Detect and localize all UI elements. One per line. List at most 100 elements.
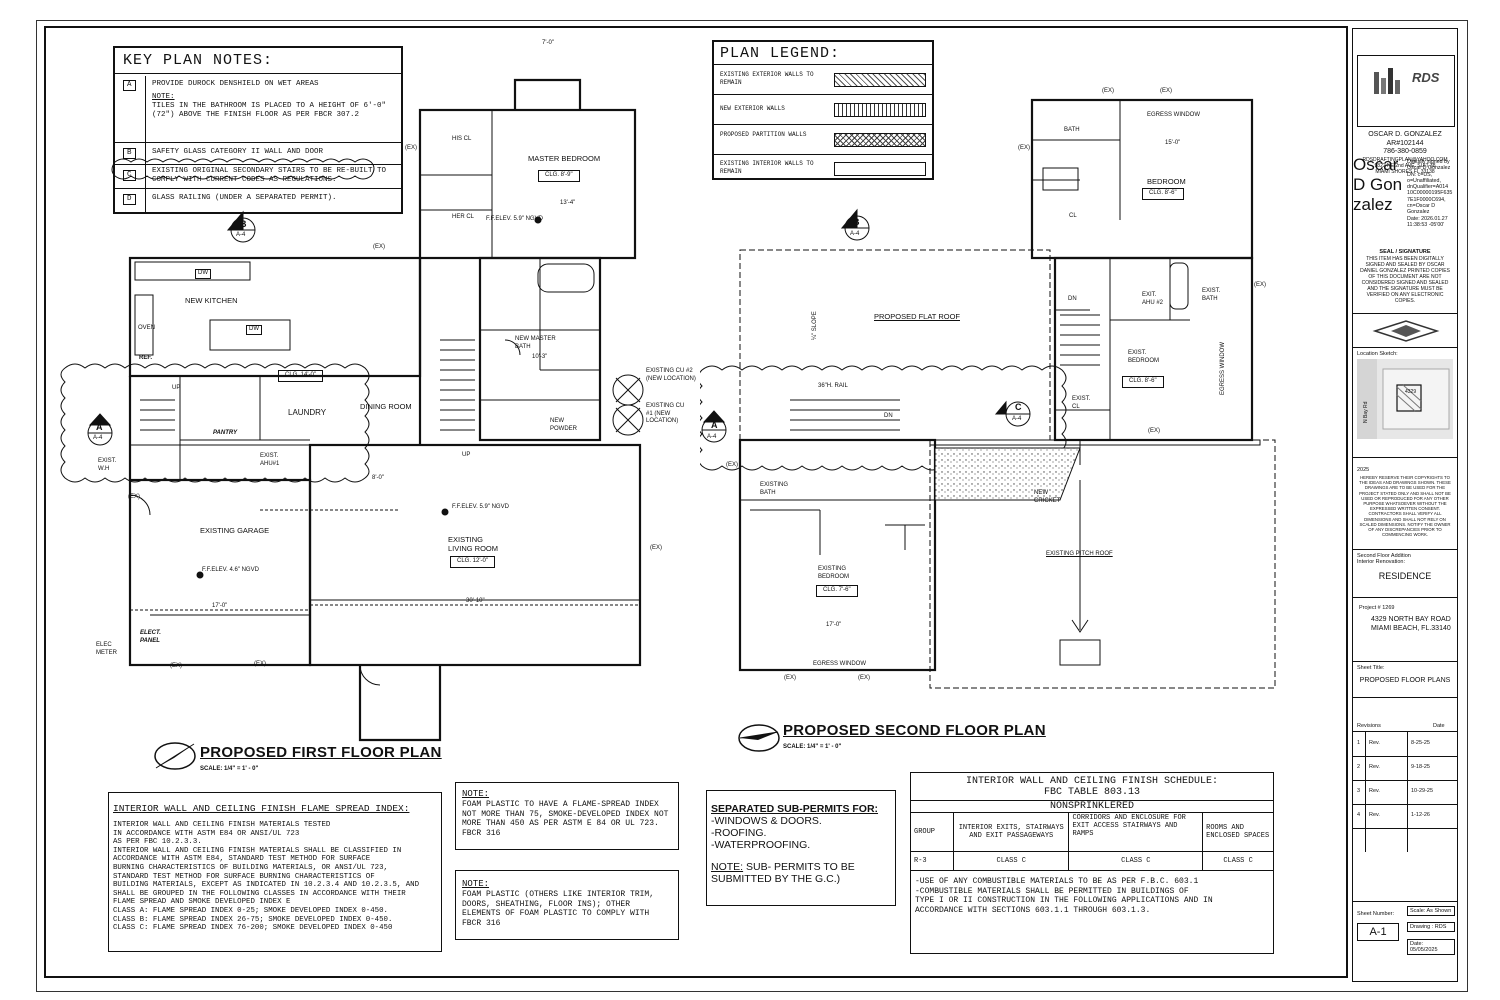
room-her-cl: HER CL	[452, 214, 475, 220]
dn-label-1: DN	[884, 413, 893, 419]
up-label-2: UP	[462, 452, 471, 458]
existing-bedroom-block	[738, 438, 937, 672]
section-a-label: A	[96, 422, 103, 432]
sig-line-8: Gonzalez	[1407, 209, 1430, 216]
note-row-c: C EXISTING ORIGINAL SECONDARY STAIRS TO …	[115, 164, 401, 189]
ex-tag-s5: (EX)	[784, 675, 796, 681]
sig-line-10: 11:38:53 -05'00'	[1407, 221, 1445, 228]
note-letter-d: D	[123, 194, 136, 205]
rev-label-2: Rev.	[1369, 764, 1380, 770]
ref-label: REF.	[139, 355, 153, 361]
flame-line-7: BUILDING MATERIALS, EXCEPT AS INDICATED …	[113, 881, 420, 890]
note-text-c: EXISTING ORIGINAL SECONDARY STAIRS TO BE…	[145, 164, 396, 188]
dim-17-first: 17'-0"	[212, 603, 228, 609]
flame-line-4: ACCORDANCE WITH ASTM E84, STANDARD TEST …	[113, 855, 371, 864]
plan-legend: PLAN LEGEND: EXISTING EXTERIOR WALLS TO …	[712, 40, 934, 180]
room-bath-second: BATH	[1064, 127, 1080, 133]
signature-details: Digitally signed by Oscar D Gonzalez DN:…	[1407, 159, 1457, 228]
sheet-number: A-1	[1357, 923, 1399, 941]
architect-email: RDSDRAFTINGPLAN@YAHOO.COM	[1362, 156, 1448, 163]
revisions-table: 1 Rev. 8-25-25 2 Rev. 9-18-25 3 Rev. 10-…	[1353, 731, 1457, 852]
room-laundry: LAUNDRY	[288, 408, 327, 417]
exist-bath-second: EXIST. BATH	[1202, 288, 1221, 302]
copyright-text: HEREBY RESERVE THEIR COPYRIGHTS TO THE I…	[1359, 475, 1451, 538]
sub-permit-item-2: -WATERPROOFING.	[711, 839, 811, 851]
dim-17-second: 17'-0"	[826, 622, 842, 628]
dn-label-2: DN	[1068, 296, 1077, 302]
architect-address1: 9822 NE 2nd AVE. SUIT 38	[1374, 162, 1436, 169]
room-new-kitchen: NEW KITCHEN	[185, 296, 238, 305]
ex-tag-6: (EX)	[128, 494, 140, 500]
egress-window-3: EGRESS WINDOW	[1220, 341, 1226, 395]
note-a-label: NOTE:	[152, 93, 175, 101]
legend-row-existing-interior: EXISTING INTERIOR WALLS TO REMAIN	[714, 154, 932, 181]
revisions-date-label: Date	[1433, 723, 1445, 729]
existing-pitch-roof: EXISTING PITCH ROOF	[1046, 551, 1113, 557]
location-sketch-map	[1357, 359, 1453, 451]
ff-elev-2: F.F.ELEV. 5.9" NGVD	[452, 504, 509, 510]
existing-bath-second: EXISTING BATH	[760, 482, 789, 496]
schedule-note-2: TYPE I OR II CONSTRUCTION IN THE FOLLOWI…	[915, 896, 1213, 905]
schedule-cell-0: R-3	[911, 851, 954, 871]
legend-swatch-cross	[834, 133, 926, 147]
legend-label-1: NEW EXTERIOR WALLS	[720, 105, 785, 112]
ex-tag-5: (EX)	[405, 145, 417, 151]
flame-line-5: BURNING CHARACTERISTICS OF BUILDING MATE…	[113, 863, 388, 872]
section-a-sheet: A-4	[93, 435, 103, 441]
oven-label: OVEN	[138, 325, 156, 331]
rev-label-4: Rev.	[1369, 812, 1380, 818]
room-existing-garage: EXISTING GARAGE	[200, 526, 270, 535]
first-floor-title: PROPOSED FIRST FLOOR PLAN	[200, 744, 442, 761]
kitchen-block-walls	[128, 256, 422, 378]
rev-n-3: 3	[1357, 788, 1361, 794]
flame-line-0: INTERIOR WALL AND CEILING FINISH MATERIA…	[113, 821, 331, 829]
scale-value: Scale: As Shown	[1407, 906, 1455, 916]
schedule-cell-3: CLASS C	[1202, 851, 1273, 871]
sub-permits: SEPARATED SUB-PERMITS FOR: -WINDOWS & DO…	[706, 790, 896, 906]
section-b2-label: B	[853, 217, 860, 227]
bump-out	[513, 78, 582, 110]
seal-text: THIS ITEM HAS BEEN DIGITALLY SIGNED AND …	[1360, 256, 1450, 304]
schedule-cell-2: CLASS C	[1068, 851, 1204, 871]
legend-row-partition: PROPOSED PARTITION WALLS	[714, 124, 932, 155]
date-value: Date: 05/05/2025	[1407, 939, 1455, 955]
dim-30-first: 30'-10"	[466, 598, 485, 604]
plan-legend-title: PLAN LEGEND:	[720, 45, 841, 62]
dining-walls	[128, 258, 422, 480]
existing-cu1: EXISTING CU #1 (NEW LOCATION)	[646, 403, 685, 424]
key-plan-notes-title: KEY PLAN NOTES:	[115, 48, 401, 74]
dw-label-2: DW	[246, 325, 262, 335]
north-arrow-first	[154, 742, 196, 770]
legend-swatch-blank	[834, 162, 926, 176]
legend-label-2: PROPOSED PARTITION WALLS	[720, 131, 807, 138]
sig-line-9: Date: 2026.01.27	[1407, 215, 1448, 222]
rev-date-1: 8-25-25	[1411, 740, 1430, 746]
sig-line-0: Digitally signed by	[1407, 159, 1450, 165]
location-road: N Bay Rd	[1363, 401, 1369, 423]
room-cl-second: CL	[1069, 213, 1077, 219]
title-block: RDS OSCAR D. GONZALEZ AR#102144 786-380-…	[1352, 28, 1458, 982]
sheet-outer-border	[36, 20, 1468, 992]
schedule-header-2: CORRIDORS AND ENCLOSURE FOR EXIT ACCESS …	[1068, 812, 1204, 852]
legend-row-new-exterior: NEW EXTERIOR WALLS	[714, 94, 932, 125]
legend-swatch-vertical	[834, 103, 926, 117]
existing-cu2: EXISTING CU #2 (NEW LOCATION)	[646, 368, 696, 382]
schedule-header-row: GROUP INTERIOR EXITS, STAIRWAYS AND EXIT…	[911, 812, 1273, 852]
exist-bedroom: EXIST. BEDROOM	[1128, 350, 1160, 364]
exist-ahu1: EXIST. AHU#1	[260, 453, 280, 467]
schedule-header-3: ROOMS AND ENCLOSED SPACES	[1202, 812, 1273, 852]
drawing-value: Drawing : RDS	[1407, 922, 1455, 932]
ex-tag-s7: (EX)	[726, 462, 738, 468]
rev-label-1: Rev.	[1369, 740, 1380, 746]
sub-permits-title: SEPARATED SUB-PERMITS FOR:	[711, 803, 879, 815]
sig-line-3: o=Unaffiliated,	[1407, 177, 1441, 184]
ex-tag-3: (EX)	[254, 661, 266, 667]
copyright-year: 2025	[1357, 467, 1370, 473]
schedule-data-row: R-3 CLASS C CLASS C CLASS C	[911, 851, 1273, 871]
sheet-title-label: Sheet Title:	[1357, 665, 1385, 671]
flame-line-9: FLAME SPREAD AND SMOKE DEVELOPED INDEX E	[113, 898, 291, 907]
sig-line-2: DN: c=US,	[1407, 171, 1433, 178]
note-a-text: TILES IN THE BATHROOM IS PLACED TO A HEI…	[152, 102, 387, 119]
roof-slope: ¼" SLOPE	[812, 311, 818, 340]
exist-ahu2: EXIT. AHU #2	[1142, 292, 1164, 306]
